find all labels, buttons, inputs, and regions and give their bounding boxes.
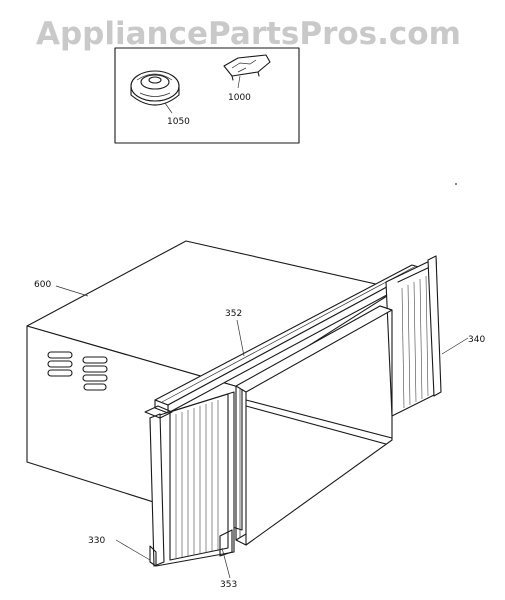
label-600: 600 xyxy=(34,280,51,290)
leader-lines xyxy=(55,285,469,579)
label-1000: 1000 xyxy=(228,93,251,103)
cabinet-assembly xyxy=(26,240,442,567)
label-1050: 1050 xyxy=(167,117,190,127)
label-330: 330 xyxy=(88,536,105,546)
vent-louvers-icon xyxy=(47,351,108,391)
part-1000-bracket-icon xyxy=(223,54,271,81)
label-352: 352 xyxy=(225,309,242,319)
inset-box: 1050 1000 xyxy=(114,47,300,144)
right-trim-panel-340 xyxy=(385,255,442,417)
opening-frame xyxy=(235,305,393,546)
part-1050-roll-icon xyxy=(130,70,180,106)
left-trim-panel-330 xyxy=(144,391,235,567)
label-340: 340 xyxy=(468,335,485,345)
watermark-text: AppliancePartsPros.com xyxy=(36,16,461,52)
label-353: 353 xyxy=(220,580,237,590)
